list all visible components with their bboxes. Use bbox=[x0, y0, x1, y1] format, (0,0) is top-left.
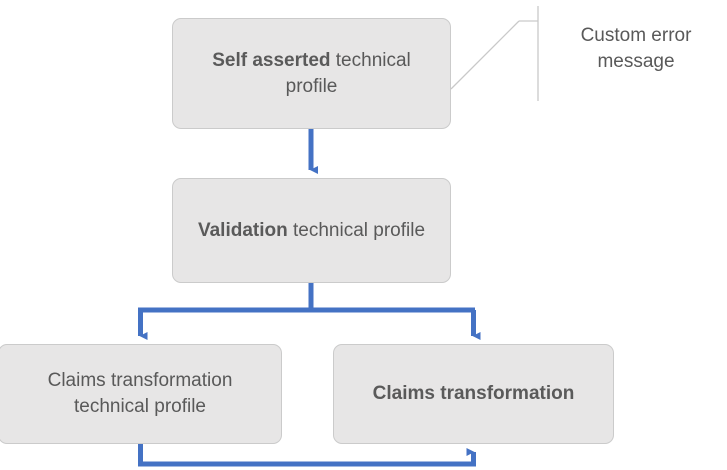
node-claims-transformation[interactable]: Claims transformation bbox=[333, 344, 614, 444]
node-self-asserted-technical-profile[interactable]: Self asserted technical profile bbox=[172, 18, 451, 129]
node-self-asserted-label: Self asserted technical profile bbox=[187, 48, 436, 99]
node-claims-transformation-technical-profile-regular-text: Claims transformation technical profile bbox=[47, 370, 233, 417]
node-self-asserted-bold-text: Self asserted bbox=[212, 49, 331, 71]
node-validation-bold-text: Validation bbox=[197, 219, 288, 241]
annotation-custom-error-message: Custom error message bbox=[580, 25, 692, 72]
node-claims-transformation-label: Claims transformation bbox=[373, 381, 575, 407]
node-self-asserted-regular-text: technical profile bbox=[285, 49, 411, 97]
custom-error-leader-line bbox=[450, 6, 539, 101]
node-validation-technical-profile[interactable]: Validation technical profile bbox=[172, 178, 451, 283]
node-validation-regular-text: technical profile bbox=[287, 219, 426, 241]
node-claims-transformation-bold-text: Claims transformation bbox=[372, 383, 575, 405]
node-validation-label: Validation technical profile bbox=[198, 218, 425, 244]
node-claims-transformation-technical-profile[interactable]: Claims transformation technical profile bbox=[0, 344, 282, 444]
arrow-claims-feedback-loop bbox=[138, 444, 476, 467]
node-claims-transformation-technical-profile-label: Claims transformation technical profile bbox=[13, 368, 267, 419]
arrow-validation-branch bbox=[138, 283, 481, 340]
